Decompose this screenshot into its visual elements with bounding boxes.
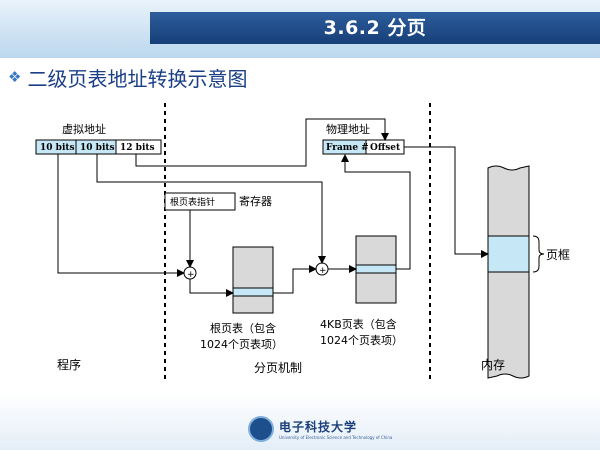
- page-table-label-2: 1024个页表项）: [320, 333, 403, 347]
- region-memory-label: 内存: [481, 358, 505, 372]
- line-pagetable-to-frame: [341, 154, 411, 270]
- university-name-en: University of Electronic Science and Tec…: [279, 435, 393, 440]
- page-frame: [487, 235, 530, 273]
- virtual-field-1-label: 10 bits: [40, 143, 75, 153]
- physical-field-frame-label: Frame #: [326, 143, 369, 153]
- register-label: 寄存器: [239, 194, 272, 208]
- university-logo: 电子科技大学 University of Electronic Science …: [248, 416, 392, 442]
- root-table-label-1: 根页表（包含: [210, 321, 276, 335]
- line-physical-to-memory: [404, 146, 489, 258]
- page-table-label-1: 4KB页表（包含: [320, 317, 397, 331]
- logo-text: 电子科技大学 University of Electronic Science …: [279, 418, 392, 440]
- slide-subtitle: 二级页表地址转换示意图: [27, 66, 248, 91]
- virtual-address-label: 虚拟地址: [62, 122, 106, 136]
- root-pointer-label: 根页表指针: [170, 196, 215, 208]
- physical-address-label: 物理地址: [326, 122, 370, 136]
- adder-2-plus: +: [319, 266, 327, 276]
- region-program-label: 程序: [57, 357, 81, 372]
- virtual-field-3: [115, 139, 162, 155]
- root-page-table-entry: [232, 287, 274, 297]
- diamond-bullet-icon: ❖: [8, 68, 22, 86]
- line-roottable-to-adder2: [273, 265, 317, 294]
- virtual-field-2-label: 10 bits: [80, 143, 115, 153]
- physical-field-offset-label: Offset: [370, 143, 401, 153]
- adder-1-plus: +: [187, 270, 195, 280]
- line-offset-to-physical: [135, 118, 389, 167]
- root-page-table: [232, 246, 274, 314]
- region-paging-label: 分页机制: [254, 361, 302, 375]
- page-frame-brace-icon: [532, 235, 545, 273]
- root-pointer-box: [164, 192, 236, 211]
- slide-title: 3.6.2 分页: [323, 17, 427, 39]
- university-seal-icon: [248, 416, 274, 442]
- university-name-cn: 电子科技大学: [279, 420, 358, 434]
- page-frame-label: 页框: [546, 248, 570, 262]
- virtual-field-3-label: 12 bits: [120, 143, 155, 153]
- page-table-entry: [355, 264, 397, 274]
- root-table-label-2: 1024个页表项）: [200, 337, 283, 351]
- line-dir2-to-adder2: [96, 154, 326, 264]
- line-adder1-to-roottable: [189, 279, 234, 297]
- footer-band: [0, 392, 600, 450]
- line-dir1-to-adder1: [57, 154, 185, 277]
- title-bar: 3.6.2 分页: [150, 12, 600, 44]
- title-banner: 3.6.2 分页: [0, 0, 600, 58]
- subtitle-row: ❖ 二级页表地址转换示意图: [8, 64, 248, 91]
